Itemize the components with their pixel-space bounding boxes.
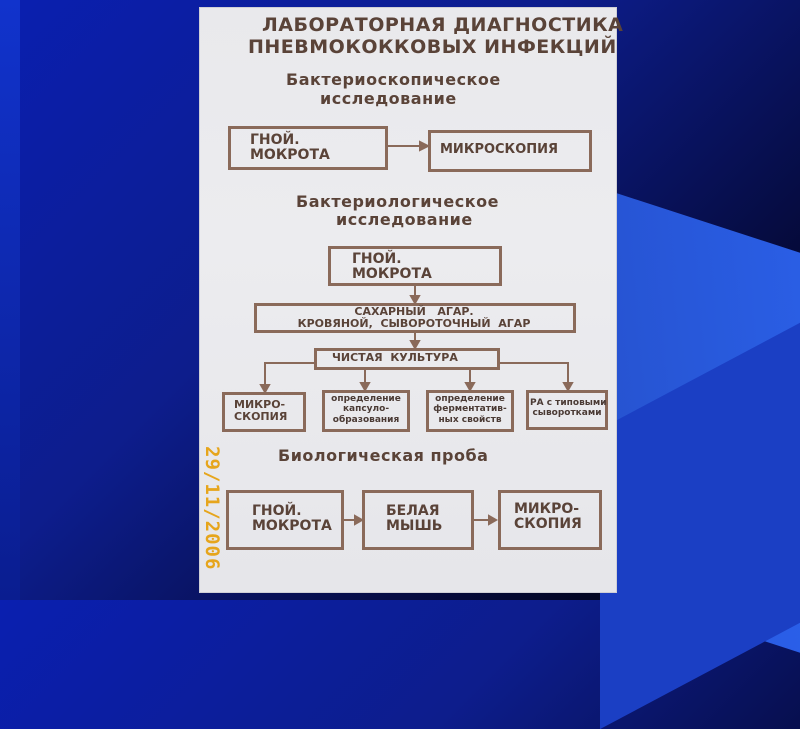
arrow-s2-leaf4 — [500, 362, 569, 384]
arrowhead-s3-b — [488, 514, 499, 526]
s2-leaf-ra-label: РА с типовыми сыворотками — [530, 398, 607, 419]
s2-pure-culture-label: ЧИСТАЯ КУЛЬТУРА — [332, 351, 458, 364]
date-stamp: 29/11/2006 — [201, 446, 223, 571]
poster-photo — [200, 8, 616, 592]
s2-sample-label: ГНОЙ. МОКРОТА — [352, 251, 432, 283]
s1-microscopy-label: МИКРОСКОПИЯ — [440, 142, 559, 157]
s2-leaf-enzyme-label: определение ферментатив- ных свойств — [433, 394, 507, 425]
poster-title-line2: ПНЕВМОКОККОВЫХ ИНФЕКЦИЙ — [248, 36, 617, 58]
s3-mouse-label: БЕЛАЯ МЫШЬ — [386, 503, 443, 535]
arrowhead-s2-leaf3 — [464, 382, 476, 393]
flow-arrows — [259, 140, 574, 526]
poster-title-line1: ЛАБОРАТОРНАЯ ДИАГНОСТИКА — [262, 14, 624, 36]
s3-microscopy-box — [498, 490, 602, 550]
s1-microscopy-box — [428, 130, 592, 172]
arrowhead-s2-leaf1 — [259, 384, 271, 395]
arrow-s2-leaf1 — [264, 362, 314, 386]
slide-left-band — [0, 0, 20, 600]
s3-sample-box — [226, 490, 344, 550]
section1-heading-line2: исследование — [320, 89, 457, 108]
section1-heading-line1: Бактериоскопическое — [286, 70, 501, 89]
arrowhead-s3-a — [354, 514, 365, 526]
arrowhead-s1 — [419, 140, 431, 152]
section2-heading-line2: исследование — [336, 210, 473, 229]
arrowhead-s2-b — [409, 340, 421, 351]
s1-sample-label: ГНОЙ. МОКРОТА — [250, 132, 330, 164]
s1-sample-box — [228, 126, 388, 170]
s2-leaf-microscopy-box — [222, 392, 306, 432]
section3-heading: Биологическая проба — [278, 446, 489, 465]
s2-leaf-microscopy-label: МИКРО- СКОПИЯ — [234, 398, 288, 424]
s2-pure-culture-box — [314, 348, 500, 370]
arrowhead-s2-leaf4 — [562, 382, 574, 393]
s2-leaf-ra-box — [526, 390, 608, 430]
arrowhead-s2-leaf2 — [359, 382, 371, 393]
arrowhead-s2-a — [409, 295, 421, 306]
s2-leaf-capsule-label: определение капсуло- образования — [331, 394, 401, 425]
s2-agar-label: САХАРНЫЙ АГАР. КРОВЯНОЙ, СЫВОРОТОЧНЫЙ АГ… — [297, 305, 531, 331]
s2-sample-box — [328, 246, 502, 286]
s2-leaf-capsule-box — [322, 390, 410, 432]
section2-heading-line1: Бактериологическое — [296, 192, 499, 211]
s3-microscopy-label: МИКРО- СКОПИЯ — [514, 501, 582, 533]
s3-sample-label: ГНОЙ. МОКРОТА — [252, 503, 332, 535]
